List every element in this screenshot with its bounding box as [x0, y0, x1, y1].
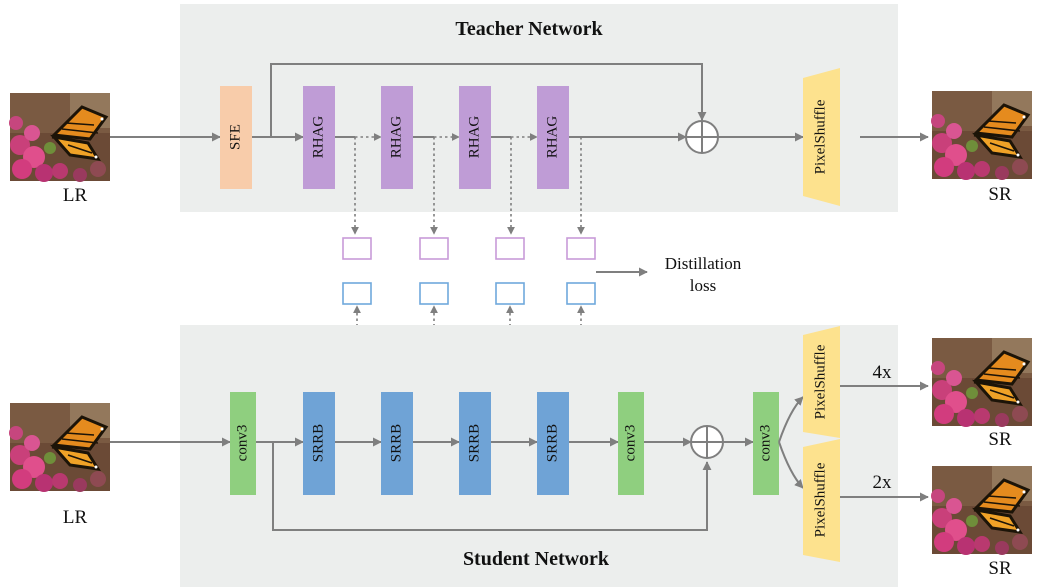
student-output-2x-image: [929, 464, 1034, 557]
teacher-input-label: LR: [63, 185, 88, 206]
srrb-label-4: SRRB: [544, 424, 560, 462]
teacher-output-image: [929, 89, 1034, 182]
conv-in-label: conv3: [234, 425, 250, 462]
rhag-label-4: RHAG: [544, 116, 560, 159]
student-output-4x-label: SR: [988, 429, 1012, 450]
pixelshuffle-4x-label: PixelShuffle: [812, 344, 828, 419]
distillation-loss-line2: loss: [690, 276, 716, 295]
srrb-label-2: SRRB: [388, 424, 404, 462]
distillation-loss-line1: Distillation: [665, 254, 742, 273]
student-sum-node: [690, 425, 724, 459]
teacher-feature-box-1: [342, 237, 372, 260]
srrb-label-3: SRRB: [466, 424, 482, 462]
pixelshuffle-2x-label: PixelShuffle: [812, 462, 828, 537]
teacher-pixelshuffle-block: [803, 68, 840, 206]
student-feature-box-2: [419, 282, 449, 305]
student-output-4x-image: [929, 336, 1034, 429]
student-output-2x-label: SR: [988, 558, 1012, 579]
srrb-block-4: [537, 392, 569, 495]
rhag-block-4: [537, 86, 569, 189]
teacher-sum-node: [685, 120, 719, 154]
rhag-label-2: RHAG: [388, 116, 404, 159]
conv-out-label: conv3: [757, 425, 773, 462]
student-input-image: [7, 401, 112, 494]
srrb-block-1: [303, 392, 335, 495]
teacher-input-image: [7, 91, 112, 184]
rhag-label-1: RHAG: [310, 116, 326, 159]
student-feature-box-1: [342, 282, 372, 305]
rhag-label-3: RHAG: [466, 116, 482, 159]
student-input-label: LR: [63, 507, 88, 528]
conv-mid-label: conv3: [622, 425, 638, 462]
student-feature-box-4: [566, 282, 596, 305]
conv-out-block: [753, 392, 779, 495]
srrb-block-2: [381, 392, 413, 495]
conv-mid-block: [618, 392, 644, 495]
scale-2x-label: 2x: [873, 472, 893, 493]
rhag-block-1: [303, 86, 335, 189]
srrb-block-3: [459, 392, 491, 495]
teacher-feature-box-2: [419, 237, 449, 260]
teacher-feature-box-3: [495, 237, 525, 260]
sfe-label: SFE: [227, 124, 243, 150]
teacher-feature-box-4: [566, 237, 596, 260]
teacher-pixelshuffle-label: PixelShuffle: [812, 99, 828, 174]
conv-in-block: [230, 392, 256, 495]
teacher-output-label: SR: [988, 184, 1012, 205]
rhag-block-2: [381, 86, 413, 189]
sfe-block: [220, 86, 252, 189]
student-title: Student Network: [463, 548, 610, 570]
scale-4x-label: 4x: [873, 362, 893, 383]
srrb-label-1: SRRB: [310, 424, 326, 462]
rhag-block-3: [459, 86, 491, 189]
teacher-title: Teacher Network: [455, 18, 603, 40]
student-feature-box-3: [495, 282, 525, 305]
pixelshuffle-2x-block: [803, 439, 840, 562]
pixelshuffle-4x-block: [803, 326, 840, 438]
